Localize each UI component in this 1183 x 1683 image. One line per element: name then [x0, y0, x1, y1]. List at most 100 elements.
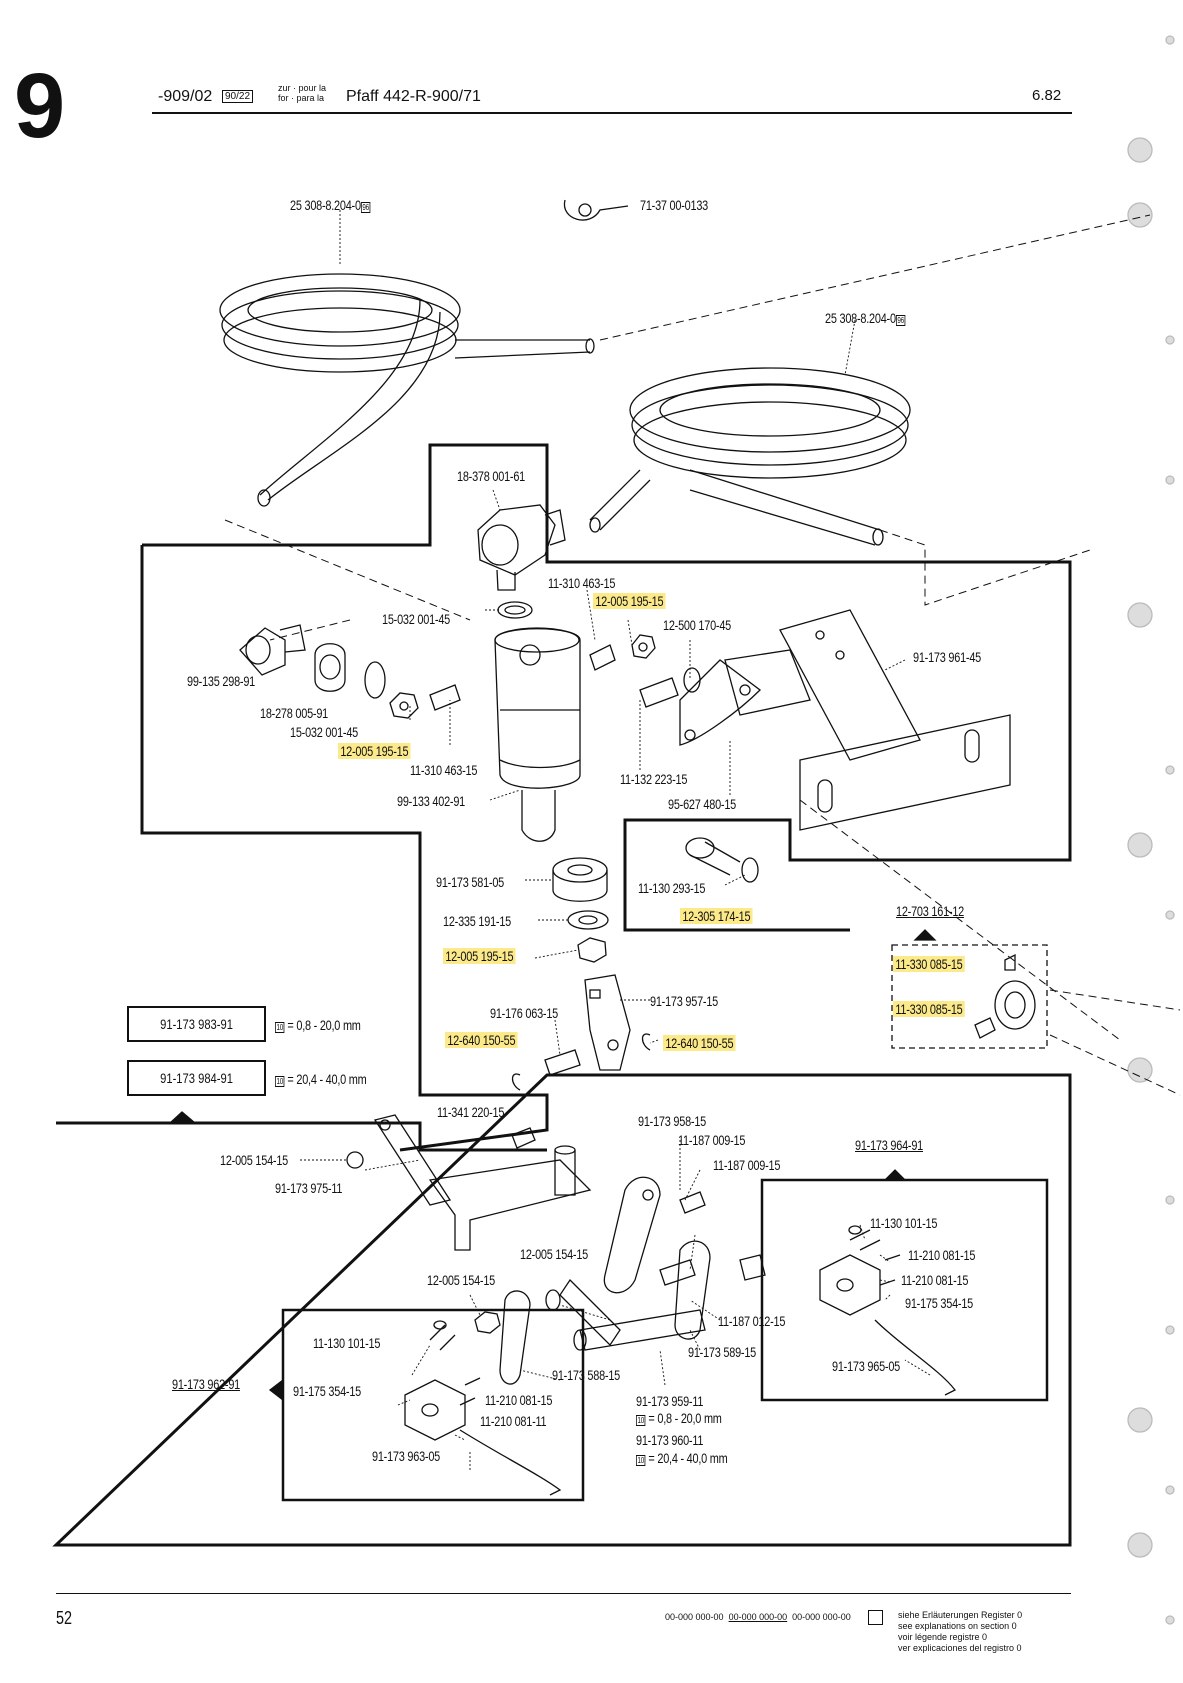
header-model: Pfaff 442-R-900/71 [346, 88, 481, 105]
label-91-173-961: 91-173 961-45 [913, 649, 982, 665]
valve-body [494, 627, 581, 842]
label-12-005-154-a: 12-005 154-15 [220, 1152, 289, 1168]
label-91-173-959: 91-173 959-11 [636, 1393, 704, 1409]
header-date: 6.82 [1032, 87, 1062, 104]
nut-screw-left [389, 684, 461, 719]
label-clip: 71-37 00-0133 [640, 197, 709, 213]
label-11-210-a: 11-210 081-15 [908, 1247, 976, 1263]
group-outline-lower [52, 1073, 1072, 1547]
fork-957 [584, 974, 631, 1071]
label-91-173-958: 91-173 958-15 [638, 1113, 707, 1129]
collar-11-330 [974, 953, 1036, 1039]
label-12-305: 12-305 174-15 [680, 908, 753, 924]
label-91-173-957: 91-173 957-15 [650, 993, 719, 1009]
washer-12-335 [567, 910, 609, 930]
label-91-176: 91-176 063-15 [490, 1005, 559, 1021]
page-number: 52 [56, 1608, 73, 1628]
label-91-173-964: 91-173 964-91 [855, 1137, 924, 1153]
section-number: 9 [14, 55, 66, 157]
label-99-135: 99-135 298-91 [187, 673, 256, 689]
box2-range: 10 = 20,4 - 40,0 mm [275, 1071, 367, 1087]
label-91-173-960: 91-173 960-11 [636, 1432, 704, 1448]
label-12-005-154-c: 12-005 154-15 [427, 1272, 496, 1288]
label-11-210-c: 11-210 081-15 [485, 1392, 553, 1408]
linkage-plates [499, 1176, 766, 1385]
label-11-330-a: 11-330 085-15 [893, 956, 965, 972]
footer-note-de: siehe Erläuterungen Register 0 [898, 1610, 1023, 1620]
footer-note-fr: voir légende registre 0 [898, 1632, 988, 1642]
label-15-032-b: 15-032 001-45 [290, 724, 359, 740]
label-11-210-b: 11-210 081-15 [901, 1272, 969, 1288]
footer-codes: 00-000 000-00 00-000 000-00 00-000 000-0… [665, 1612, 851, 1622]
label-11-341: 11-341 220-15 [437, 1104, 505, 1120]
label-91-173-959-range: 10 = 0,8 - 20,0 mm [636, 1410, 722, 1426]
box-12-703 [891, 944, 1048, 1049]
header-rule [152, 112, 1072, 114]
label-12-005-b: 12-005 195-15 [338, 743, 411, 759]
label-11-187-a: 11-187 009-15 [678, 1132, 746, 1148]
footer-rule [56, 1593, 1071, 1594]
screw-293 [685, 837, 759, 883]
label-12-005-154-b: 12-005 154-15 [520, 1246, 589, 1262]
label-91-173-960-range: 10 = 20,4 - 40,0 mm [636, 1450, 728, 1466]
label-91-173-963: 91-173 963-05 [372, 1448, 441, 1464]
label-15-032-a: 15-032 001-45 [382, 611, 451, 627]
circlip-b [641, 1033, 651, 1051]
label-11-187-012: 11-187 012-15 [718, 1313, 786, 1329]
label-11-130-c: 11-130 101-15 [313, 1335, 381, 1351]
lever-975 [346, 1114, 592, 1251]
label-12-500: 12-500 170-45 [663, 617, 732, 633]
label-91-175-b: 91-175 354-15 [293, 1383, 362, 1399]
label-11-132: 11-132 223-15 [620, 771, 688, 787]
header-code: -909/02 [158, 88, 213, 105]
label-99-133: 99-133 402-91 [397, 793, 466, 809]
label-12-005-c: 12-005 195-15 [443, 948, 516, 964]
pin-91-176 [544, 1049, 581, 1076]
spacer-581 [552, 857, 608, 883]
label-91-173-965: 91-173 965-05 [832, 1358, 901, 1374]
label-18-378: 18-378 001-61 [457, 468, 526, 484]
label-11-130-a: 11-130 293-15 [638, 880, 706, 896]
label-91-173-975: 91-173 975-11 [275, 1180, 343, 1196]
box-962-91 [281, 1308, 585, 1502]
footer-box-icon [868, 1610, 883, 1625]
binder-holes [1127, 35, 1175, 1625]
label-12-640-a: 12-640 150-55 [445, 1032, 518, 1048]
header-zur-pour: zur · pour la [278, 83, 327, 93]
hose-clip [563, 199, 629, 221]
label-91-173-962: 91-173 962-91 [172, 1376, 241, 1392]
footer-note-en: see explanations on section 0 [898, 1621, 1017, 1631]
label-91-175-a: 91-175 354-15 [905, 1295, 974, 1311]
hose-coil-left [219, 273, 595, 507]
bracket-961 [679, 609, 1011, 831]
angle-fitting [477, 504, 566, 591]
label-91-173-588: 91-173 588-15 [552, 1367, 621, 1383]
label-11-130-b: 11-130 101-15 [870, 1215, 938, 1231]
nut-154-b [474, 1311, 501, 1334]
footer-note-es: ver explicaciones del registro 0 [898, 1643, 1022, 1653]
label-11-187-b: 11-187 009-15 [713, 1157, 781, 1173]
label-11-330-b: 11-330 085-15 [893, 1001, 965, 1017]
circlip-a [511, 1073, 521, 1091]
marker-962 [268, 1378, 284, 1402]
label-91-173-581: 91-173 581-05 [436, 874, 505, 890]
label-18-278: 18-278 005-91 [260, 705, 329, 721]
group-outline-upper [140, 545, 549, 1152]
label-11-310-b: 11-310 463-15 [410, 762, 478, 778]
marker-964 [883, 1169, 907, 1181]
washer-154-c [545, 1289, 561, 1311]
box-91-173-984-91: 91-173 984-91 [127, 1060, 266, 1096]
set-screw-341 [511, 1127, 536, 1149]
washer-15-032 [497, 601, 533, 619]
label-12-640-b: 12-640 150-55 [663, 1035, 736, 1051]
box-91-173-983-91: 91-173 983-91 [127, 1006, 266, 1042]
label-95-627: 95-627 480-15 [668, 796, 737, 812]
label-12-005-a: 12-005 195-15 [593, 593, 666, 609]
label-12-703: 12-703 161-12 [896, 903, 965, 919]
label-12-335: 12-335 191-15 [443, 913, 512, 929]
box-964-91 [760, 1178, 1049, 1402]
box1-range: 10 = 0,8 - 20,0 mm [275, 1017, 361, 1033]
clamp-962 [404, 1320, 562, 1496]
nut-12-005-c [577, 937, 607, 963]
